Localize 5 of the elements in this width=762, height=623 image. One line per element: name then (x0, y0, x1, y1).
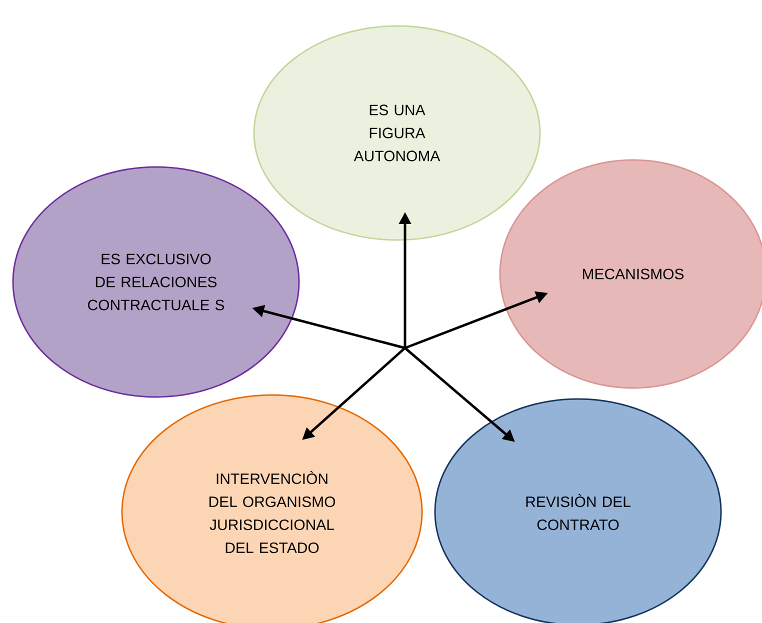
ellipse-node: ES UNA FIGURA AUTONOMA (253, 25, 541, 241)
ellipse-node: REVISIÒN DEL CONTRATO (434, 398, 722, 623)
ellipse-node: ES EXCLUSIVO DE RELACIONES CONTRACTUALE S (12, 166, 300, 398)
ellipse-node: INTERVENCIÒN DEL ORGANISMO JURISDICCIONAL DEL ESTADO (121, 394, 423, 623)
ellipse-node: MECANISMOS (499, 159, 762, 389)
